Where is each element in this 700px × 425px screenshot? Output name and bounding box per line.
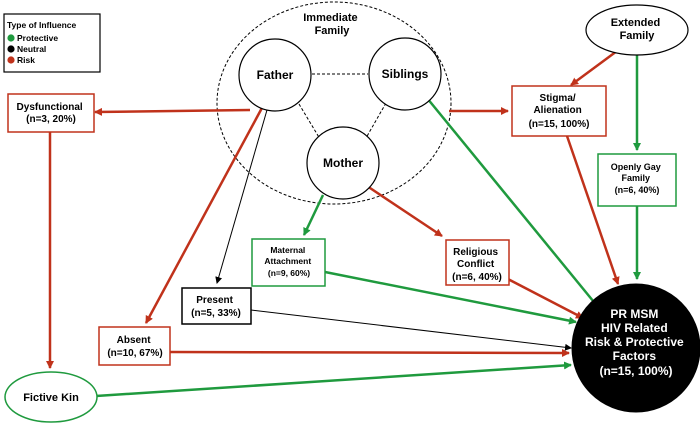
father-mother-link: [298, 103, 321, 140]
legend-neutral-dot: [7, 45, 15, 53]
legend-title: Type of Influence: [7, 20, 77, 30]
fictive-kin-label: Fictive Kin: [23, 392, 79, 404]
outcome-text: PR MSM HIV Related Risk & Protective Fac…: [585, 307, 687, 378]
father-label: Father: [257, 68, 294, 82]
fictive-outcome-arrow: [95, 361, 572, 398]
present-outcome-arrow: [250, 309, 572, 351]
extended-family-label: Extended Family: [611, 17, 664, 42]
stigma-text: Stigma/ Alienation (n=15, 100%): [529, 93, 590, 130]
mother-religious-arrow: [366, 184, 443, 238]
openly-gay-text: Openly Gay Family (n=6, 40%): [611, 162, 664, 195]
legend-risk-dot: [7, 56, 15, 64]
dysfunctional-box: [7, 93, 95, 133]
legend-risk-label: Risk: [17, 55, 35, 65]
present-box: [181, 287, 252, 325]
present-text: Present (n=5, 33%): [191, 295, 241, 319]
religious-box: [445, 239, 510, 286]
maternal-text: Maternal Attachment (n=9, 60%): [264, 245, 313, 278]
mother-maternal-arrow: [302, 194, 325, 236]
absent-box: [98, 326, 171, 366]
siblings-outcome-arrow: [426, 97, 599, 308]
dysfunctional-text: Dysfunctional (n=3, 20%): [17, 102, 86, 125]
absent-text: Absent (n=10, 67%): [107, 335, 162, 359]
extended-stigma-arrow: [570, 49, 618, 87]
religious-text: Religious Conflict (n=6, 40%): [452, 247, 502, 283]
stigma-outcome-arrow: [565, 135, 620, 285]
mother-node: [306, 126, 380, 200]
legend-protective-label: Protective: [17, 33, 58, 43]
father-absent-arrow: [144, 105, 265, 324]
openly-gay-box: [597, 153, 677, 207]
maternal-box: [251, 238, 326, 287]
father-node: [238, 38, 312, 112]
outcome-node: [571, 283, 700, 413]
stigma-box: [511, 85, 607, 137]
siblings-node: [368, 37, 442, 111]
immediate-family-label: Immediate Family: [303, 12, 360, 37]
siblings-mother-link: [365, 102, 387, 139]
extended-family-node: [585, 4, 689, 56]
religious-outcome-arrow: [505, 276, 584, 320]
siblings-label: Siblings: [382, 67, 429, 81]
absent-outcome-arrow: [169, 348, 570, 357]
legend-neutral-label: Neutral: [17, 44, 46, 54]
legend: Type of Influence Protective Neutral Ris…: [3, 13, 101, 73]
legend-box: [3, 13, 101, 73]
immediate-family-ellipse: [216, 1, 452, 205]
father-present-arrow: [215, 109, 268, 284]
fictive-kin-node: [4, 371, 98, 423]
father-dysfunctional-arrow: [94, 107, 251, 116]
mother-label: Mother: [323, 156, 363, 170]
edges: [46, 49, 641, 398]
legend-protective-dot: [7, 34, 15, 42]
maternal-outcome-arrow: [324, 270, 577, 325]
